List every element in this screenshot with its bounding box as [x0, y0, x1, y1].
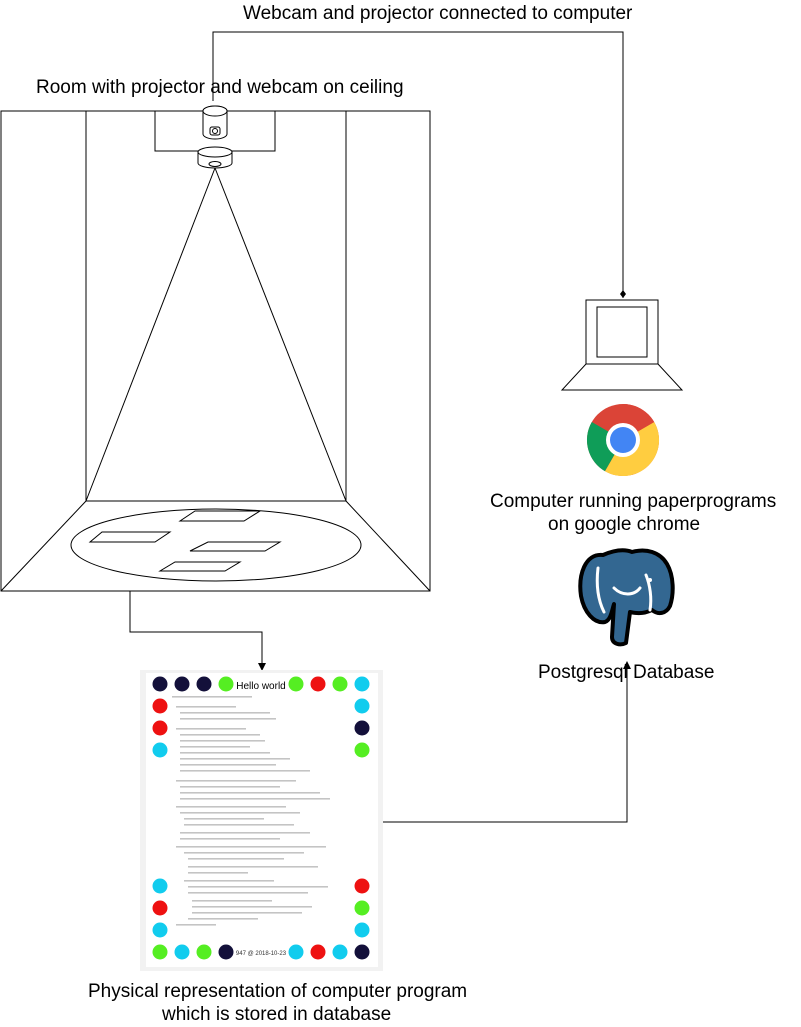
code-line [180, 734, 260, 736]
label-paper-line-1: Physical representation of computer prog… [88, 981, 468, 1002]
code-line [180, 798, 330, 800]
projector-icon [197, 146, 233, 169]
marker-dot-green [152, 944, 168, 960]
marker-dot-cyan [152, 878, 168, 894]
label-computer-line-2: on google chrome [548, 514, 701, 535]
marker-dot-cyan [152, 922, 168, 938]
code-line [176, 924, 216, 926]
paper-corner-dots [152, 676, 370, 960]
code-line [188, 886, 328, 888]
google-chrome-icon [586, 404, 660, 477]
marker-dot-red [152, 720, 168, 736]
marker-dot-cyan [354, 922, 370, 938]
marker-dot-red [310, 676, 326, 692]
code-line [188, 892, 308, 894]
code-line [188, 918, 258, 920]
code-line [180, 752, 270, 754]
connector-paper-to-database [383, 661, 631, 823]
marker-dot-red [354, 878, 370, 894]
room-outer-wall [0, 110, 431, 592]
marker-dot-green [218, 676, 234, 692]
code-line [180, 718, 276, 720]
marker-dot-red [310, 944, 326, 960]
code-line [188, 872, 248, 874]
code-line [180, 758, 290, 760]
paper-on-table-3 [189, 541, 282, 552]
marker-dot-navy [174, 676, 190, 692]
postgresql-elephant-icon [578, 548, 675, 647]
code-line [176, 706, 236, 708]
label-paper-line-2: which is stored in database [162, 1004, 392, 1025]
marker-dot-red [152, 900, 168, 916]
code-line [188, 866, 318, 868]
label-webcam-projector-connection: Webcam and projector connected to comput… [243, 3, 633, 24]
code-line [184, 852, 304, 854]
connector-room-to-paper [129, 591, 266, 671]
code-line [192, 912, 302, 914]
code-line [184, 880, 274, 882]
room-floor-edge-left [0, 500, 87, 592]
marker-dot-green [354, 900, 370, 916]
marker-dot-cyan [354, 676, 370, 692]
marker-dot-cyan [288, 944, 304, 960]
code-line [184, 824, 294, 826]
code-line [176, 728, 246, 730]
label-room: Room with projector and webcam on ceilin… [36, 77, 404, 98]
paper-footer: 947 @ 2018-10-23 [236, 951, 287, 957]
projection-ray-right [214, 167, 347, 502]
code-line [180, 838, 280, 840]
marker-dot-navy [196, 676, 212, 692]
code-line [180, 792, 320, 794]
label-database: Postgresql Database [538, 662, 715, 683]
paper-body [146, 673, 378, 967]
code-line [180, 832, 310, 834]
paper-on-table-2 [178, 510, 262, 522]
paper-on-table-4 [158, 561, 242, 572]
code-line [176, 846, 326, 848]
marker-dot-cyan [152, 742, 168, 758]
marker-dot-navy [218, 944, 234, 960]
marker-dot-cyan [354, 698, 370, 714]
laptop-icon [560, 299, 684, 391]
code-line [176, 780, 296, 782]
marker-dot-navy [152, 676, 168, 692]
code-line [180, 812, 300, 814]
code-line [180, 770, 310, 772]
code-line [192, 906, 312, 908]
code-line [184, 818, 264, 820]
projection-ray-left [85, 167, 216, 502]
marker-dot-green [354, 742, 370, 758]
marker-dot-cyan [332, 944, 348, 960]
code-line [180, 712, 270, 714]
code-line [180, 786, 280, 788]
code-line [180, 746, 250, 748]
label-computer-line-1: Computer running paperprograms [490, 491, 777, 512]
paper-on-table-1 [88, 531, 172, 543]
code-line [180, 740, 265, 742]
marker-dot-green [196, 944, 212, 960]
marker-dot-navy [354, 720, 370, 736]
code-line [192, 900, 272, 902]
code-line [188, 858, 284, 860]
room-floor-edge-right [345, 500, 431, 592]
webcam-icon [202, 105, 228, 140]
room [0, 110, 431, 592]
marker-dot-red [152, 698, 168, 714]
projection-area [70, 508, 362, 582]
marker-dot-green [288, 676, 304, 692]
paper-title: Hello world [236, 681, 285, 692]
paper-code-lines [172, 696, 330, 926]
marker-dot-navy [354, 944, 370, 960]
code-line [176, 806, 286, 808]
marker-dot-cyan [174, 944, 190, 960]
code-line [180, 764, 276, 766]
marker-dot-green [332, 676, 348, 692]
code-line [172, 696, 252, 698]
connector-webcam-to-computer [212, 31, 626, 298]
paper-program-sheet: Hello world 947 @ 2018-10-23 [140, 670, 383, 971]
